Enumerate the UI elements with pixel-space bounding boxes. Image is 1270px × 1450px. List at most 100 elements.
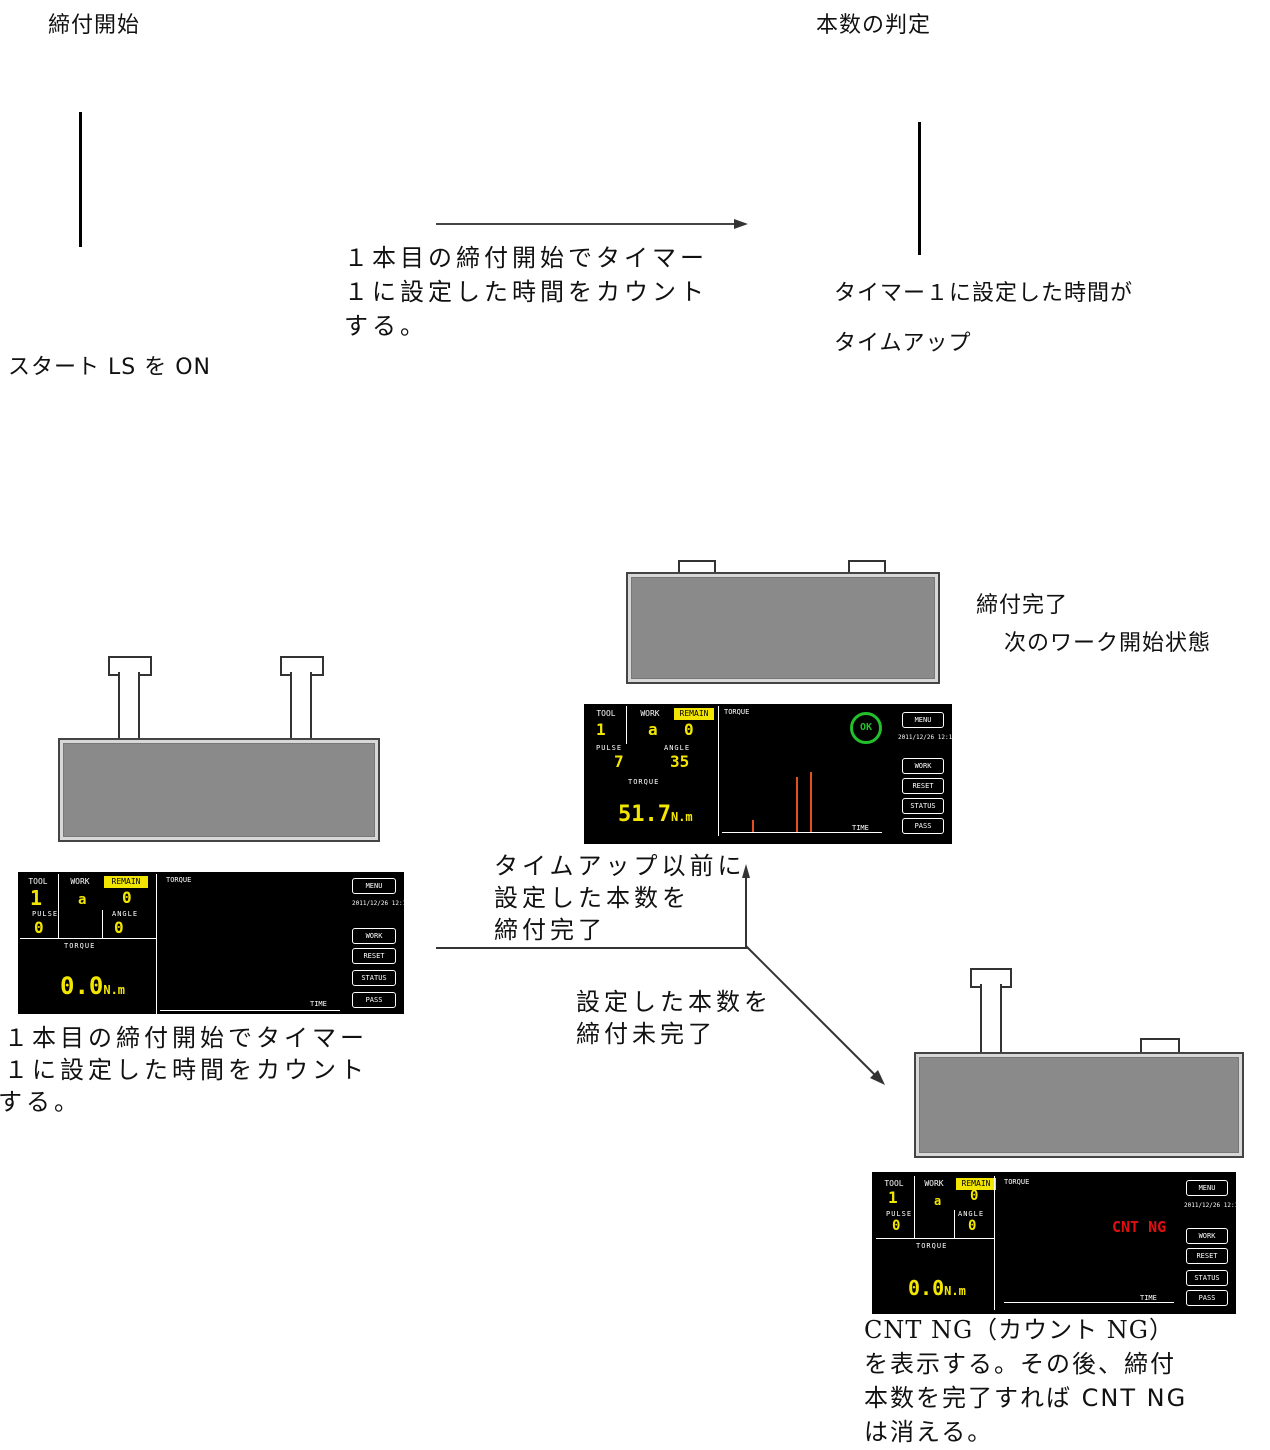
torque-spike [752, 820, 754, 832]
tab-remain[interactable]: REMAIN [674, 708, 714, 720]
work-value: a [648, 720, 658, 739]
time-label: TIME [852, 824, 869, 832]
incomplete-text-1: 設定した本数を [576, 988, 772, 1016]
ok-badge: OK [850, 712, 882, 744]
timer-count-text-1: １本目の締付開始でタイマー [344, 244, 708, 272]
work-value: a [78, 892, 87, 908]
bolt-shank [290, 672, 312, 742]
tab-work[interactable]: WORK [924, 1179, 944, 1188]
bottom-count-text-2: １に設定した時間をカウント [4, 1056, 368, 1084]
work-button[interactable]: WORK [902, 758, 944, 774]
branch-line [436, 947, 748, 949]
graph-label: TORQUE [724, 708, 750, 716]
tool-value: 1 [596, 720, 606, 739]
incomplete-text-2: 締付未完了 [576, 1020, 716, 1048]
bolt-shank [980, 984, 1002, 1056]
timeup-text-2: タイムアップ [834, 331, 972, 356]
start-marker-line [79, 112, 82, 247]
work-block [626, 572, 940, 684]
status-button[interactable]: STATUS [1186, 1270, 1228, 1286]
tab-tool[interactable]: TOOL [884, 1179, 904, 1188]
tighten-start-label: 締付開始 [48, 13, 141, 38]
menu-button[interactable]: MENU [1186, 1180, 1228, 1196]
time-label: TIME [310, 1000, 327, 1008]
reset-button[interactable]: RESET [1186, 1248, 1228, 1264]
datetime-text: 2011/12/26 12:12 [352, 900, 404, 907]
work-block [914, 1052, 1244, 1158]
angle-value: 0 [968, 1218, 977, 1234]
status-button[interactable]: STATUS [352, 970, 396, 986]
angle-value: 0 [114, 918, 124, 937]
tab-tool[interactable]: TOOL [28, 877, 48, 886]
timeup-marker-line [918, 122, 921, 255]
incomplete-arrow [745, 945, 885, 1085]
remain-value: 0 [970, 1188, 979, 1204]
torque-value: 0.0N.m [60, 972, 126, 1000]
datetime-text: 2011/12/26 12:12 [1184, 1202, 1236, 1209]
torque-spike [810, 772, 812, 832]
remain-value: 0 [684, 720, 694, 739]
before-timeup-text-1: タイムアップ以前に [494, 852, 746, 880]
pulse-label: PULSE [596, 744, 623, 752]
torque-label: TORQUE [64, 942, 96, 950]
datetime-text: 2011/12/26 12:12 [898, 734, 952, 741]
pulse-value: 7 [614, 752, 624, 771]
menu-button[interactable]: MENU [352, 878, 396, 894]
work-block [58, 738, 380, 842]
controller-screen-ok: TOOL WORK REMAIN 1 a 0 PULSE ANGLE 7 35 … [584, 704, 952, 844]
pulse-value: 0 [34, 918, 44, 937]
complete-text-1: 締付完了 [976, 593, 1069, 618]
bottom-count-text-3: する。 [0, 1088, 82, 1116]
graph-label: TORQUE [166, 876, 192, 884]
timer-count-text-2: １に設定した時間をカウント [344, 278, 708, 306]
tab-remain[interactable]: REMAIN [104, 876, 148, 888]
timer-arrow [436, 219, 748, 229]
start-ls-text: スタート LS を ON [8, 355, 211, 380]
reset-button[interactable]: RESET [902, 778, 944, 794]
work-button[interactable]: WORK [352, 928, 396, 944]
angle-label: ANGLE [112, 910, 139, 918]
tab-tool[interactable]: TOOL [596, 709, 616, 718]
angle-label: ANGLE [958, 1210, 985, 1218]
work-button[interactable]: WORK [1186, 1228, 1228, 1244]
remain-value: 0 [122, 888, 132, 907]
controller-screen-initial: TOOL WORK REMAIN 1 a 0 PULSE ANGLE 0 0 T… [18, 872, 404, 1014]
timer-count-text-3: する。 [344, 312, 428, 340]
pulse-value: 0 [892, 1218, 901, 1234]
torque-value: 0.0N.m [908, 1276, 966, 1300]
before-timeup-text-2: 設定した本数を [494, 884, 690, 912]
cntng-text-3: 本数を完了すれば CNT NG [864, 1384, 1188, 1412]
time-label: TIME [1140, 1294, 1157, 1302]
cntng-text-2: を表示する。その後、締付 [864, 1350, 1176, 1378]
graph-label: TORQUE [1004, 1178, 1030, 1186]
tab-work[interactable]: WORK [70, 877, 90, 886]
angle-label: ANGLE [664, 744, 691, 752]
menu-button[interactable]: MENU [902, 712, 944, 728]
cnt-ng-status: CNT NG [1112, 1218, 1167, 1236]
torque-label: TORQUE [628, 778, 660, 786]
before-timeup-text-3: 締付完了 [494, 916, 606, 944]
complete-arrow [742, 864, 750, 948]
status-button[interactable]: STATUS [902, 798, 944, 814]
tab-remain[interactable]: REMAIN [956, 1178, 996, 1190]
cntng-text-4: は消える。 [864, 1418, 994, 1446]
pass-button[interactable]: PASS [1186, 1290, 1228, 1306]
torque-graph [722, 714, 882, 832]
torque-value: 51.7N.m [618, 802, 693, 827]
angle-value: 35 [670, 752, 690, 771]
tab-work[interactable]: WORK [640, 709, 660, 718]
tool-value: 1 [888, 1188, 898, 1207]
cntng-text-1: CNT NG（カウント NG） [864, 1316, 1174, 1344]
controller-screen-ng: TOOL WORK REMAIN 1 a 0 PULSE ANGLE 0 0 T… [872, 1172, 1236, 1314]
work-value: a [934, 1194, 942, 1208]
reset-button[interactable]: RESET [352, 948, 396, 964]
torque-label: TORQUE [916, 1242, 948, 1250]
pass-button[interactable]: PASS [902, 818, 944, 834]
bottom-count-text-1: １本目の締付開始でタイマー [4, 1024, 368, 1052]
tool-value: 1 [30, 886, 43, 910]
bolt-shank [118, 672, 140, 742]
pulse-label: PULSE [32, 910, 59, 918]
pass-button[interactable]: PASS [352, 992, 396, 1008]
torque-spike [796, 777, 798, 832]
complete-text-2: 次のワーク開始状態 [1004, 631, 1212, 656]
